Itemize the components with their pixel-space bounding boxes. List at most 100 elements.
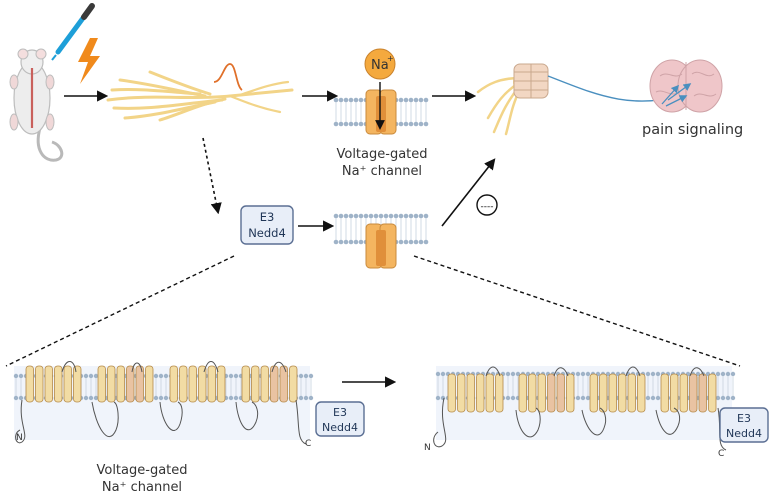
- lipid-head: [423, 121, 429, 127]
- lipid-head: [645, 395, 651, 401]
- vgsc-top-label-line1: Voltage-gated: [336, 147, 427, 162]
- lipid-head: [88, 373, 94, 379]
- sodium-ion: Na +: [364, 48, 396, 80]
- lipid-head: [333, 121, 339, 127]
- pipette-icon: [51, 3, 95, 61]
- lipid-head: [358, 97, 364, 103]
- lipid-head: [403, 213, 409, 219]
- lipid-head: [343, 213, 349, 219]
- lipid-head: [153, 395, 159, 401]
- transmembrane-helix: [608, 373, 617, 413]
- lipid-head: [163, 373, 169, 379]
- lipid-head: [403, 97, 409, 103]
- lipid-head: [353, 97, 359, 103]
- sodium-channel-middle: [365, 223, 397, 269]
- lipid-head: [715, 395, 721, 401]
- nerve-fiber-illustration: [106, 70, 294, 122]
- transmembrane-helix: [169, 365, 178, 403]
- lipid-head: [298, 395, 304, 401]
- lipid-head: [83, 395, 89, 401]
- lipid-head: [575, 395, 581, 401]
- channel-loops-left: [15, 361, 307, 445]
- lipid-head: [423, 213, 429, 219]
- vgsc-bottom-label-line1: Voltage-gated: [96, 463, 187, 478]
- lipid-head: [88, 395, 94, 401]
- lipid-head: [423, 239, 429, 245]
- transmembrane-helix: [97, 365, 106, 403]
- transmembrane-helix: [35, 365, 44, 403]
- transmembrane-helix: [135, 365, 144, 403]
- transmembrane-helix: [54, 365, 63, 403]
- lipid-head: [333, 97, 339, 103]
- lipid-head: [418, 121, 424, 127]
- e3-nedd4-box-left: E3 Nedd4: [315, 401, 365, 437]
- n-terminus-right: N: [424, 443, 431, 453]
- lipid-head: [338, 97, 344, 103]
- e3-nedd4-box-right: E3 Nedd4: [719, 407, 769, 443]
- transmembrane-helix: [698, 373, 707, 413]
- lipid-head: [408, 239, 414, 245]
- lipid-head: [358, 121, 364, 127]
- lipid-head: [228, 373, 234, 379]
- zoom-line-left: [5, 255, 235, 367]
- lipid-head: [338, 239, 344, 245]
- e3-right-label: E3: [737, 412, 751, 425]
- lipid-head: [348, 213, 354, 219]
- lipid-head: [388, 213, 394, 219]
- mouse-illustration: [9, 48, 64, 162]
- lipid-head: [715, 371, 721, 377]
- lipid-head: [585, 395, 591, 401]
- lipid-head: [505, 371, 511, 377]
- transmembrane-helix: [589, 373, 598, 413]
- pain-signaling-label: pain signaling: [642, 122, 743, 138]
- nedd4-left-label: Nedd4: [322, 421, 358, 434]
- action-potential-icon: [213, 63, 243, 91]
- lipid-head: [408, 97, 414, 103]
- transmembrane-helix: [599, 373, 608, 413]
- lipid-head: [368, 213, 374, 219]
- lipid-head: [343, 121, 349, 127]
- n-terminus-left: N: [16, 433, 23, 443]
- inhibition-symbol: ----: [481, 202, 494, 212]
- transmembrane-helix: [63, 365, 72, 403]
- spinal-cord-illustration: [476, 63, 549, 136]
- lipid-head: [298, 373, 304, 379]
- lipid-head: [353, 239, 359, 245]
- brain-illustration: [649, 59, 723, 113]
- lipid-head: [393, 213, 399, 219]
- transmembrane-helix: [670, 373, 679, 413]
- lipid-head: [725, 395, 731, 401]
- transmembrane-helix: [466, 373, 475, 413]
- transmembrane-helix: [679, 373, 688, 413]
- lipid-head: [358, 213, 364, 219]
- lightning-icon: [78, 38, 100, 84]
- lipid-head: [435, 371, 441, 377]
- lipid-head: [650, 395, 656, 401]
- nedd4-right-label: Nedd4: [726, 427, 762, 440]
- lipid-head: [505, 395, 511, 401]
- transmembrane-helix: [518, 373, 527, 413]
- lipid-head: [233, 373, 239, 379]
- lipid-head: [720, 395, 726, 401]
- lipid-head: [645, 371, 651, 377]
- transmembrane-helix: [107, 365, 116, 403]
- e3-left-label: E3: [333, 406, 347, 419]
- lipid-head: [363, 213, 369, 219]
- transmembrane-helix: [126, 365, 135, 403]
- lipid-head: [413, 97, 419, 103]
- transmembrane-helix: [207, 365, 216, 403]
- lipid-head: [730, 371, 736, 377]
- lipid-head: [403, 121, 409, 127]
- lipid-head: [348, 121, 354, 127]
- transmembrane-helix: [447, 373, 456, 413]
- lipid-head: [585, 371, 591, 377]
- lipid-head: [18, 395, 24, 401]
- transmembrane-helix: [566, 373, 575, 413]
- transmembrane-helix: [188, 365, 197, 403]
- lipid-head: [338, 213, 344, 219]
- lipid-head: [308, 395, 314, 401]
- lipid-head: [158, 373, 164, 379]
- lipid-head: [303, 373, 309, 379]
- lipid-head: [440, 395, 446, 401]
